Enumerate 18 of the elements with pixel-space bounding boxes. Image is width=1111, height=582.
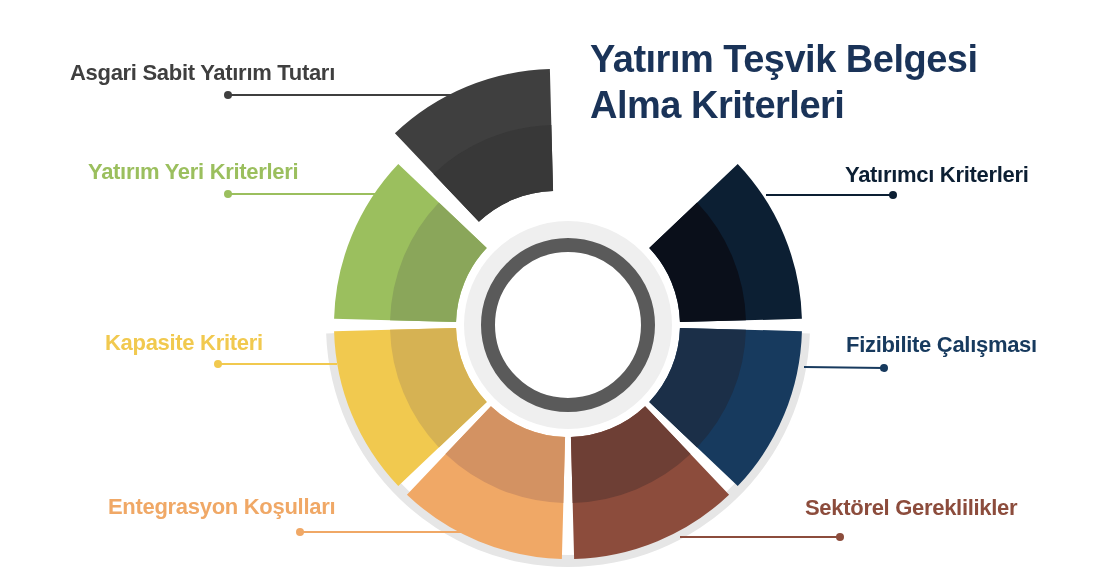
leader-line — [679, 533, 844, 541]
ring-segment — [649, 163, 802, 323]
segment-label: Entegrasyon Koşulları — [108, 494, 336, 520]
leader-line — [803, 364, 888, 372]
ring-segment — [334, 163, 487, 323]
segment-label: Yatırımcı Kriterleri — [845, 162, 1029, 188]
segment-label: Yatırım Yeri Kriterleri — [88, 159, 299, 185]
segment-label: Sektörel Gereklilikler — [805, 495, 1018, 521]
segment-label: Kapasite Kriteri — [105, 330, 263, 356]
leader-line — [224, 190, 377, 198]
leader-line — [765, 191, 897, 199]
segment-label: Asgari Sabit Yatırım Tutarı — [70, 60, 335, 86]
leader-line — [214, 360, 338, 368]
title: Yatırım Teşvik Belgesi Alma Kriterleri — [590, 37, 979, 128]
segment-label: Fizibilite Çalışması — [846, 332, 1037, 358]
ring-segment — [570, 406, 730, 559]
leader-line — [296, 528, 463, 536]
ring-segment — [406, 406, 566, 559]
